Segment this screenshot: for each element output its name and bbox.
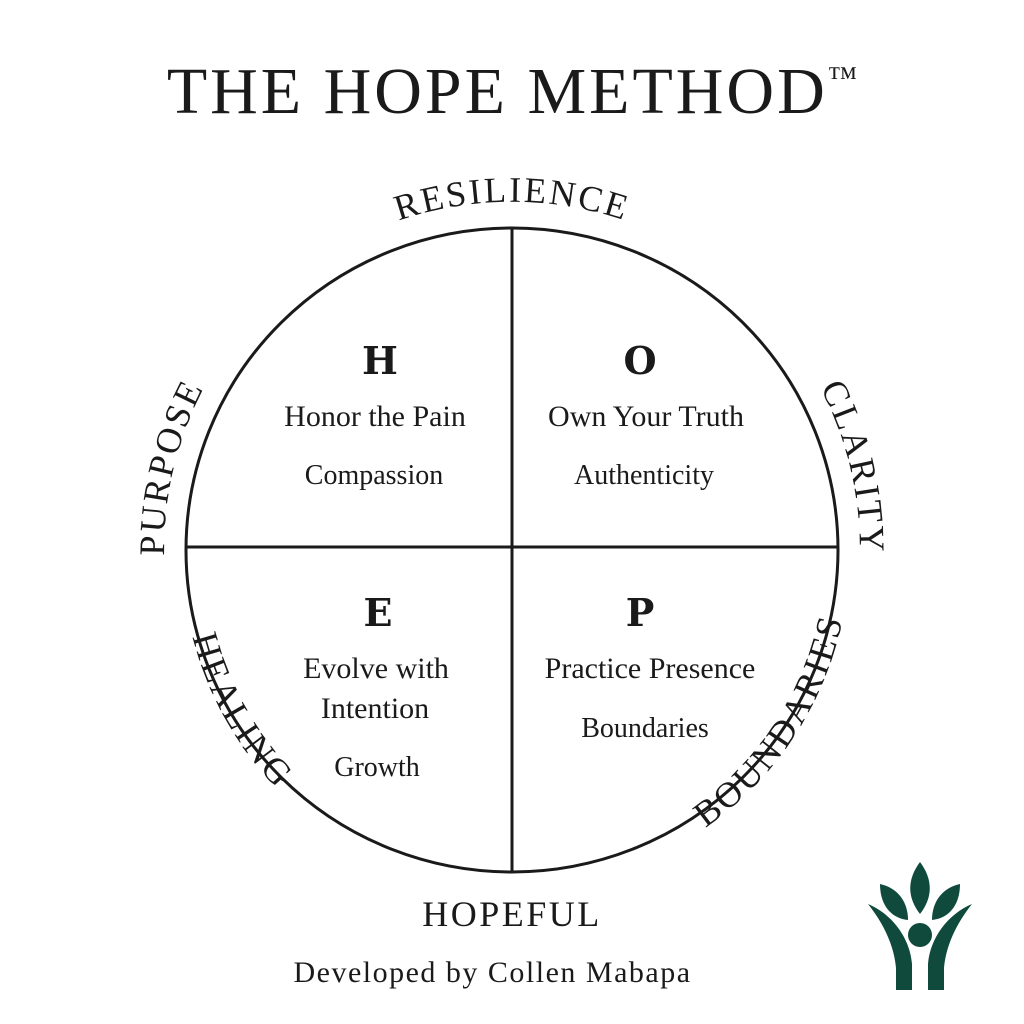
- ring-label-hopeful: HOPEFUL: [422, 894, 602, 934]
- quadrant-title-line-1: Evolve with: [303, 652, 449, 685]
- ring-label-resilience: RESILIENCE: [389, 170, 635, 229]
- ring-label-healing: HEALING: [185, 628, 302, 796]
- trademark-symbol: ™: [827, 61, 858, 94]
- quadrant-p: P Practice Presence Boundaries: [545, 590, 756, 744]
- quadrant-letter: H: [362, 338, 398, 383]
- title-text: THE HOPE METHOD: [166, 55, 828, 128]
- quadrant-letter: E: [364, 590, 393, 635]
- quadrant-subtitle: Compassion: [305, 460, 443, 491]
- quadrant-subtitle: Growth: [334, 752, 420, 783]
- quadrant-title: Honor the Pain: [284, 400, 466, 433]
- developer-credit: Developed by Collen Mabapa: [293, 956, 692, 989]
- quadrant-h: H Honor the Pain Compassion: [284, 338, 466, 491]
- quadrant-letter: O: [623, 338, 656, 383]
- ring-label-boundaries: BOUNDARIES: [686, 611, 851, 835]
- quadrant-subtitle: Authenticity: [574, 460, 714, 491]
- page-title: THE HOPE METHOD™: [0, 54, 1024, 130]
- ring-label-purpose: PURPOSE: [132, 373, 211, 556]
- quadrant-title-line-2: Intention: [321, 692, 429, 725]
- tree-person-leaves-icon: [868, 862, 972, 990]
- quadrant-title: Practice Presence: [545, 652, 756, 685]
- quadrant-subtitle: Boundaries: [581, 713, 709, 744]
- quadrant-letter: P: [626, 590, 655, 635]
- wheel-outline: [184, 226, 840, 874]
- quadrant-title: Own Your Truth: [548, 400, 744, 433]
- quadrant-e: E Evolve with Intention Growth: [303, 590, 449, 783]
- quadrant-o: O Own Your Truth Authenticity: [548, 338, 744, 491]
